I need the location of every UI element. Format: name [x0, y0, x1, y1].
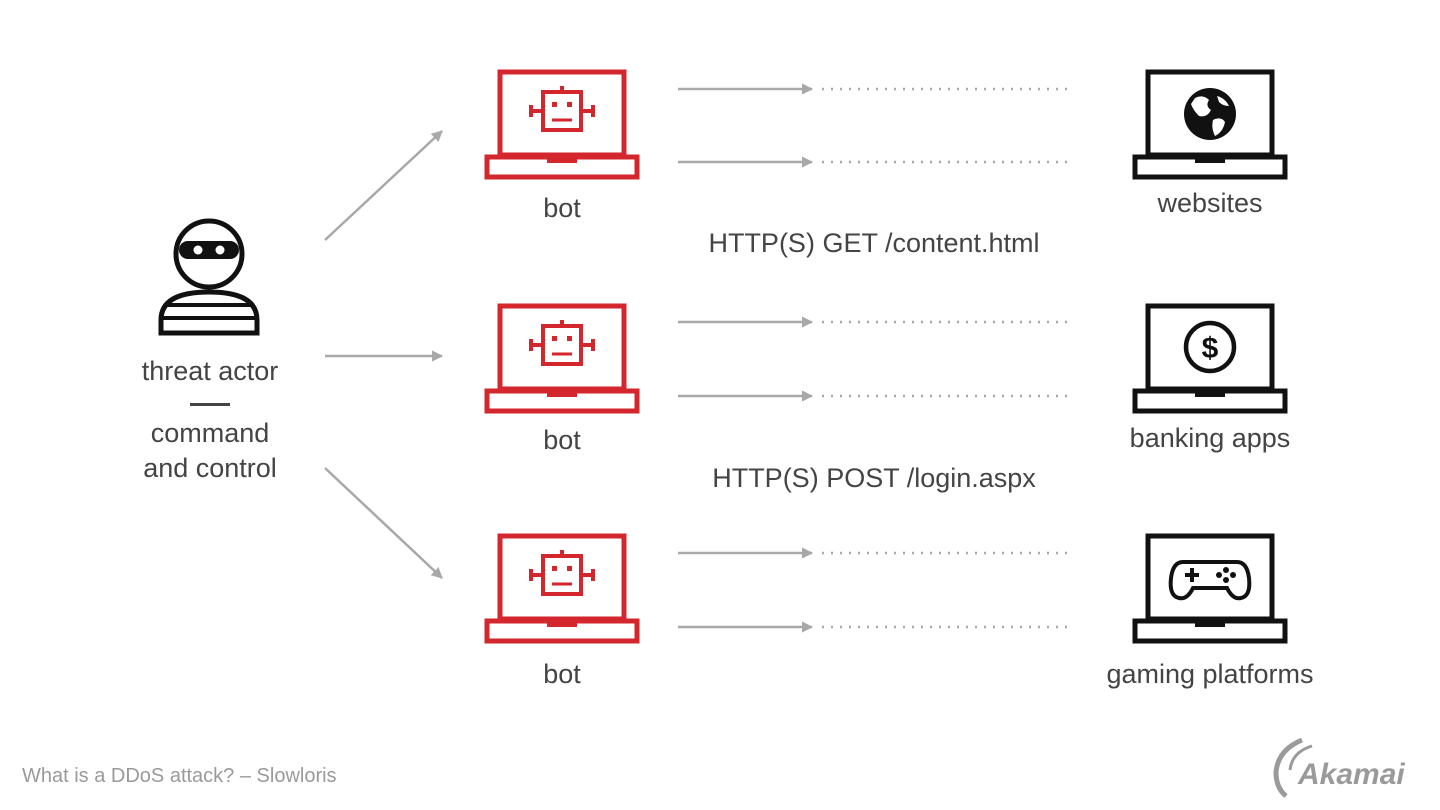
robot-laptop-icon — [484, 533, 640, 644]
bot-label-1: bot — [543, 193, 581, 223]
bot-laptop-1 — [484, 69, 640, 180]
actor-arrows — [324, 130, 444, 579]
akamai-logo-text: Akamai — [1298, 758, 1405, 791]
arrow-to-bot-1 — [324, 130, 443, 241]
target-label-gaming: gaming platforms — [1106, 659, 1314, 689]
target-laptop-gaming — [1132, 533, 1288, 644]
gamepad-icon — [1168, 560, 1252, 601]
dollar-icon — [1183, 320, 1237, 374]
actor-label-divider — [190, 403, 230, 406]
request-arrows — [678, 83, 1070, 633]
bot-label-2: bot — [543, 425, 581, 455]
bot-laptop-3 — [484, 533, 640, 644]
footer-caption: What is a DDoS attack? – Slowloris — [22, 765, 337, 787]
bot-laptop-2 — [484, 303, 640, 414]
target-laptop-banking: $ — [1132, 303, 1288, 414]
robot-laptop-icon — [484, 303, 640, 414]
actor-label-line3: and control — [143, 453, 277, 483]
request-label-post: HTTP(S) POST /login.aspx — [712, 463, 1036, 493]
target-label-websites: websites — [1157, 188, 1263, 218]
svg-text:$: $ — [1202, 332, 1219, 365]
masked-person-icon — [158, 218, 260, 336]
request-label-get: HTTP(S) GET /content.html — [708, 228, 1040, 258]
actor-label-line2: command — [150, 418, 270, 448]
akamai-logo-icon — [1273, 737, 1313, 798]
actor-label-line1: threat actor — [141, 356, 279, 386]
target-label-banking: banking apps — [1129, 423, 1291, 453]
target-laptop-websites — [1132, 69, 1288, 180]
bot-label-3: bot — [543, 659, 581, 689]
robot-laptop-icon — [484, 69, 640, 180]
arrow-to-bot-3 — [324, 467, 443, 579]
globe-icon — [1184, 88, 1236, 140]
